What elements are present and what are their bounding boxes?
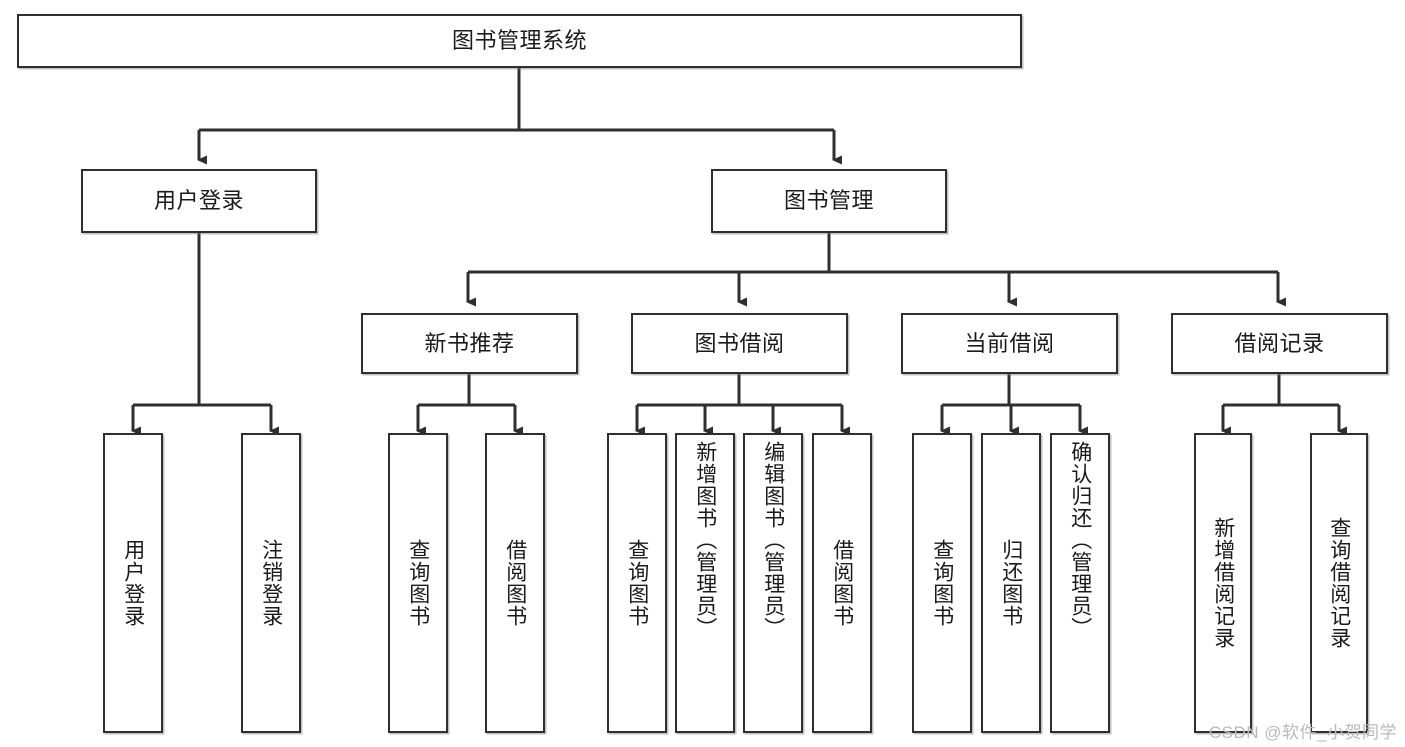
leaf-label: 编辑图书（管理员） (761, 441, 785, 639)
leaf-label: 查询图书 (406, 539, 430, 627)
node-borrow-record[interactable]: 借阅记录 (1171, 313, 1388, 374)
leaf-label: 查询图书 (625, 539, 649, 627)
leaf-label: 新增借阅记录 (1211, 517, 1235, 649)
leaf-borrow-record-add[interactable]: 新增借阅记录 (1194, 433, 1252, 733)
leaf-book-borrow-query[interactable]: 查询图书 (607, 433, 667, 733)
leaf-current-borrow-return[interactable]: 归还图书 (981, 433, 1041, 733)
leaf-label: 新增图书（管理员） (693, 441, 717, 639)
leaf-label: 查询借阅记录 (1327, 517, 1351, 649)
leaf-current-borrow-confirm[interactable]: 确认归还（管理员） (1050, 433, 1110, 733)
node-root[interactable]: 图书管理系统 (17, 14, 1022, 68)
leaf-user-login-signout[interactable]: 注销登录 (241, 433, 301, 733)
leaf-label: 用户登录 (121, 539, 145, 627)
leaf-current-borrow-query[interactable]: 查询图书 (912, 433, 972, 733)
node-book-borrow-label: 图书借阅 (694, 330, 785, 356)
leaf-label: 查询图书 (930, 539, 954, 627)
leaf-new-book-borrow[interactable]: 借阅图书 (485, 433, 545, 733)
leaf-user-login-signin[interactable]: 用户登录 (103, 433, 163, 733)
leaf-borrow-record-query[interactable]: 查询借阅记录 (1310, 433, 1368, 733)
node-user-login-label: 用户登录 (153, 188, 244, 214)
node-borrow-record-label: 借阅记录 (1234, 330, 1325, 356)
leaf-label: 确认归还（管理员） (1068, 441, 1092, 639)
leaf-book-borrow-add[interactable]: 新增图书（管理员） (675, 433, 735, 733)
node-current-borrow-label: 当前借阅 (964, 330, 1055, 356)
leaf-label: 注销登录 (259, 539, 283, 627)
leaf-book-borrow-lend[interactable]: 借阅图书 (812, 433, 872, 733)
node-book-management-label: 图书管理 (783, 188, 874, 214)
node-user-login[interactable]: 用户登录 (81, 169, 317, 233)
node-new-book-recommend-label: 新书推荐 (424, 330, 515, 356)
node-book-borrow[interactable]: 图书借阅 (631, 313, 848, 374)
leaf-label: 借阅图书 (503, 539, 527, 627)
node-root-label: 图书管理系统 (451, 28, 587, 54)
node-book-management[interactable]: 图书管理 (711, 169, 947, 233)
node-current-borrow[interactable]: 当前借阅 (901, 313, 1118, 374)
leaf-label: 借阅图书 (830, 539, 854, 627)
leaf-book-borrow-edit[interactable]: 编辑图书（管理员） (743, 433, 803, 733)
leaf-new-book-query[interactable]: 查询图书 (388, 433, 448, 733)
leaf-label: 归还图书 (999, 539, 1023, 627)
node-new-book-recommend[interactable]: 新书推荐 (361, 313, 578, 374)
